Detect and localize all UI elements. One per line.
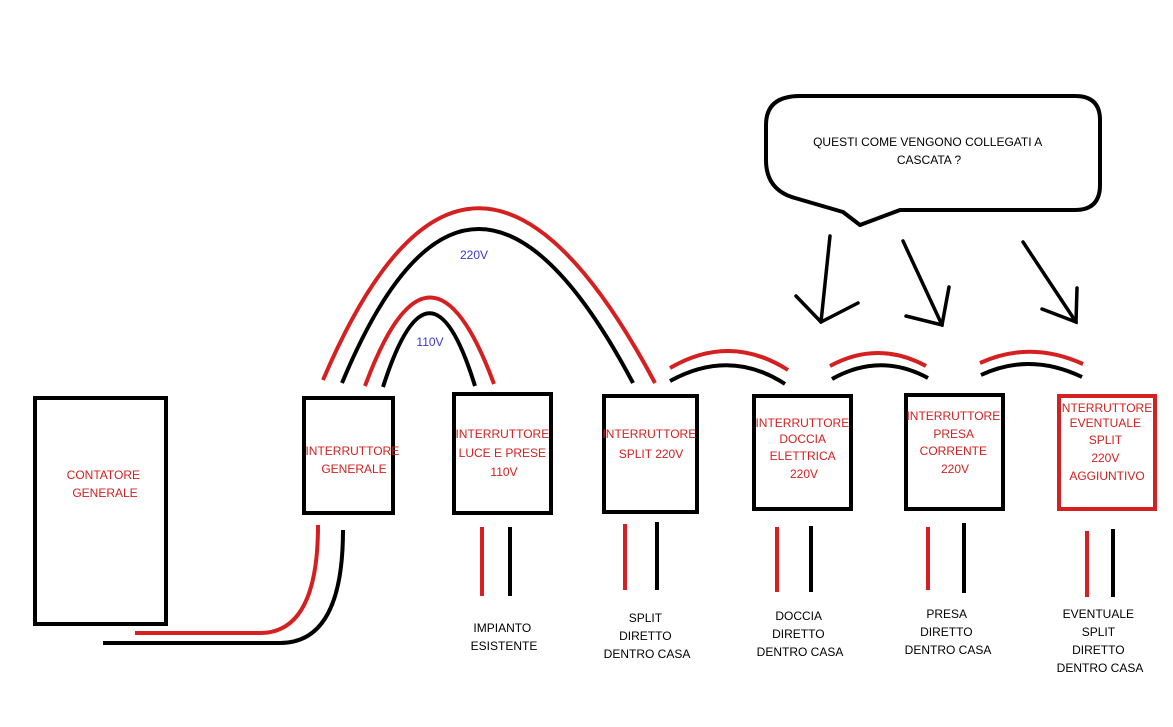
breaker-label: INTERRUTTORE DOCCIA ELETTRICA 220V <box>755 416 852 481</box>
feed-neutral-wire <box>103 529 345 645</box>
main-breaker-label: INTERRUTTORE GENERALE <box>305 444 402 476</box>
breaker-label: INTERRUTTORE LUCE E PRESE 110V <box>455 427 552 479</box>
output-label: PRESA DIRETTO DENTRO CASA <box>905 607 992 657</box>
arrow-to-optional-jumper <box>1021 240 1079 325</box>
breaker-electric-shower: INTERRUTTORE DOCCIA ELETTRICA 220V DOCCI… <box>752 394 853 659</box>
breaker-box <box>1057 394 1157 511</box>
question-bubble-text: QUESTI COME VENGONO COLLEGATI A CASCATA … <box>813 135 1045 167</box>
jumper-neutral-wire <box>669 363 787 386</box>
output-label: IMPIANTO ESISTENTE <box>471 621 538 653</box>
breaker-label: INTERRUTTORE PRESA CORRENTE 220V <box>906 409 1003 476</box>
question-bubble <box>764 94 1102 227</box>
breaker-power-socket: INTERRUTTORE PRESA CORRENTE 220V PRESA D… <box>904 393 1005 657</box>
output-label: SPLIT DIRETTO DENTRO CASA <box>604 611 691 661</box>
breaker-box <box>904 393 1005 511</box>
voltage-110v-label: 110V <box>416 335 443 349</box>
jumper-neutral-wire <box>980 362 1083 379</box>
arc-220v-neutral-wire <box>340 227 635 384</box>
voltage-220v-label: 220V <box>460 248 488 262</box>
breaker-label: INTERRUTTORE SPLIT 220V <box>602 427 699 461</box>
feed-live-wire <box>135 524 320 635</box>
arrow-to-shower-jumper <box>794 234 860 325</box>
main-breaker-box <box>302 396 395 515</box>
meter-label: CONTATORE GENERALE <box>67 468 144 500</box>
breaker-optional-split: INTERRUTTORE EVENTUALE SPLIT 220V AGGIUN… <box>1057 394 1157 675</box>
arc-110v-live-wire <box>363 295 496 387</box>
jumper-live-wire <box>668 349 790 372</box>
jumper-live-wire <box>979 349 1084 366</box>
output-label: EVENTUALE SPLIT DIRETTO DENTRO CASA <box>1057 607 1144 675</box>
arc-220v-live-wire <box>321 206 657 384</box>
breaker-light-and-sockets: INTERRUTTORE LUCE E PRESE 110V IMPIANTO … <box>452 392 553 653</box>
breaker-split-220v: INTERRUTTORE SPLIT 220V SPLIT DIRETTO DE… <box>602 394 699 661</box>
jumper-live-wire <box>829 351 927 368</box>
arc-110v-neutral-wire <box>381 311 477 388</box>
meter-box <box>33 396 168 626</box>
jumper-neutral-wire <box>831 363 929 381</box>
arrow-to-socket-jumper <box>901 239 951 328</box>
breaker-box <box>752 394 853 511</box>
output-label: DOCCIA DIRETTO DENTRO CASA <box>757 609 844 659</box>
breaker-label: INTERRUTTORE EVENTUALE SPLIT 220V AGGIUN… <box>1058 401 1155 483</box>
breaker-box <box>602 394 699 514</box>
breaker-box <box>452 392 553 515</box>
